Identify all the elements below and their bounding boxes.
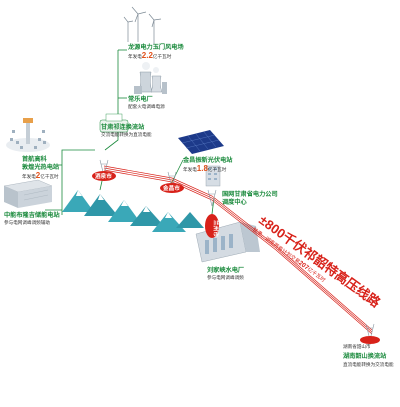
svg-text:±800千伏祁韶特高压线路: ±800千伏祁韶特高压线路 — [256, 212, 384, 310]
dispatch-title-line2: 调度中心 — [222, 198, 248, 206]
hunan-station-label: 湖南省韶山市 湖南韶山换流站 直流电能转换为交流电能 — [343, 343, 394, 368]
city-markers — [92, 171, 380, 344]
storage-title: 中能布隆吉储能电站 — [4, 211, 60, 219]
solar-panel-icon — [178, 130, 224, 154]
solar-plant-label: 金昌振新光伏电站 年发电1.8亿千瓦时 — [182, 156, 233, 173]
thermal-plant-label: 常乐电厂 配套火电调峰电源 — [128, 95, 165, 110]
dispatch-center-icon — [205, 165, 221, 187]
csp-title-line2: 敦煌光热电站 — [22, 163, 60, 171]
transmission-line — [103, 165, 373, 335]
solar-value: 1.8 — [197, 164, 209, 173]
thermal-plant-title: 常乐电厂 — [128, 95, 153, 103]
thermal-plant-sub: 配套火电调峰电源 — [128, 103, 165, 110]
mountain-range-icon — [62, 190, 204, 232]
wind-farm-title: 龙源电力玉门风电场 — [127, 43, 184, 51]
svg-text:年发电1.8亿千瓦时: 年发电1.8亿千瓦时 — [183, 164, 227, 173]
csp-sub-pre: 年发电 — [22, 173, 36, 180]
city-labels: 酒泉市 金昌市 兰州市 — [95, 172, 220, 237]
solar-sub-post: 亿千瓦时 — [208, 166, 227, 173]
solar-sub-pre: 年发电 — [183, 166, 197, 173]
city-lanzhou: 兰州市 — [212, 220, 220, 237]
csp-value: 2 — [36, 171, 41, 180]
svg-text:年发电2.2亿千瓦时: 年发电2.2亿千瓦时 — [128, 51, 172, 60]
hunan-sub: 直流电能转换为交流电能 — [343, 361, 394, 368]
uhv-line-label: ±800千伏祁韶特高压线路 甘肃、湖南两省计划交易207亿千瓦时 — [251, 212, 384, 310]
dispatch-center-label: 国网甘肃省电力公司 调度中心 — [222, 190, 278, 206]
solar-thermal-tower-icon — [6, 118, 50, 152]
storage-sub: 参与电网调峰调频辅助 — [4, 219, 50, 226]
gansu-station-label: 甘肃祁连换流站 交流电能转换为直流电能 — [101, 123, 152, 138]
csp-sub-post: 亿千瓦时 — [40, 173, 59, 180]
city-jiuquan: 酒泉市 — [95, 172, 112, 180]
svg-text:年发电2亿千瓦时: 年发电2亿千瓦时 — [22, 171, 59, 180]
wind-farm-label: 龙源电力玉门风电场 年发电2.2亿千瓦时 — [127, 43, 184, 60]
hydro-sub: 参与电网调峰调频 — [207, 274, 244, 281]
gansu-station-sub: 交流电能转换为直流电能 — [101, 131, 152, 138]
hunan-city: 湖南省韶山市 — [343, 343, 371, 350]
wind-turbine-icon — [123, 6, 162, 44]
wind-farm-value: 2.2 — [142, 51, 154, 60]
power-plant-icon — [134, 62, 167, 94]
dispatch-title-line1: 国网甘肃省电力公司 — [222, 190, 278, 198]
transmission-tower-icons — [99, 159, 375, 341]
hunan-title: 湖南韶山换流站 — [343, 352, 387, 360]
csp-title-line1: 首航高科 — [22, 155, 48, 163]
battery-storage-icon — [3, 179, 53, 208]
storage-plant-label: 中能布隆吉储能电站 参与电网调峰调频辅助 — [4, 211, 60, 226]
gansu-station-title: 甘肃祁连换流站 — [101, 123, 145, 131]
solar-title: 金昌振新光伏电站 — [182, 156, 233, 164]
gansu-station-icon — [99, 113, 129, 133]
city-jinchang: 金昌市 — [162, 184, 180, 192]
wind-farm-sub-post: 亿千瓦时 — [153, 53, 172, 60]
hydro-title: 刘家峡水电厂 — [207, 266, 244, 274]
hydro-plant-label: 刘家峡水电厂 参与电网调峰调频 — [207, 266, 244, 281]
csp-plant-label: 首航高科 敦煌光热电站 年发电2亿千瓦时 — [22, 155, 60, 180]
wind-farm-sub-pre: 年发电 — [128, 53, 142, 60]
